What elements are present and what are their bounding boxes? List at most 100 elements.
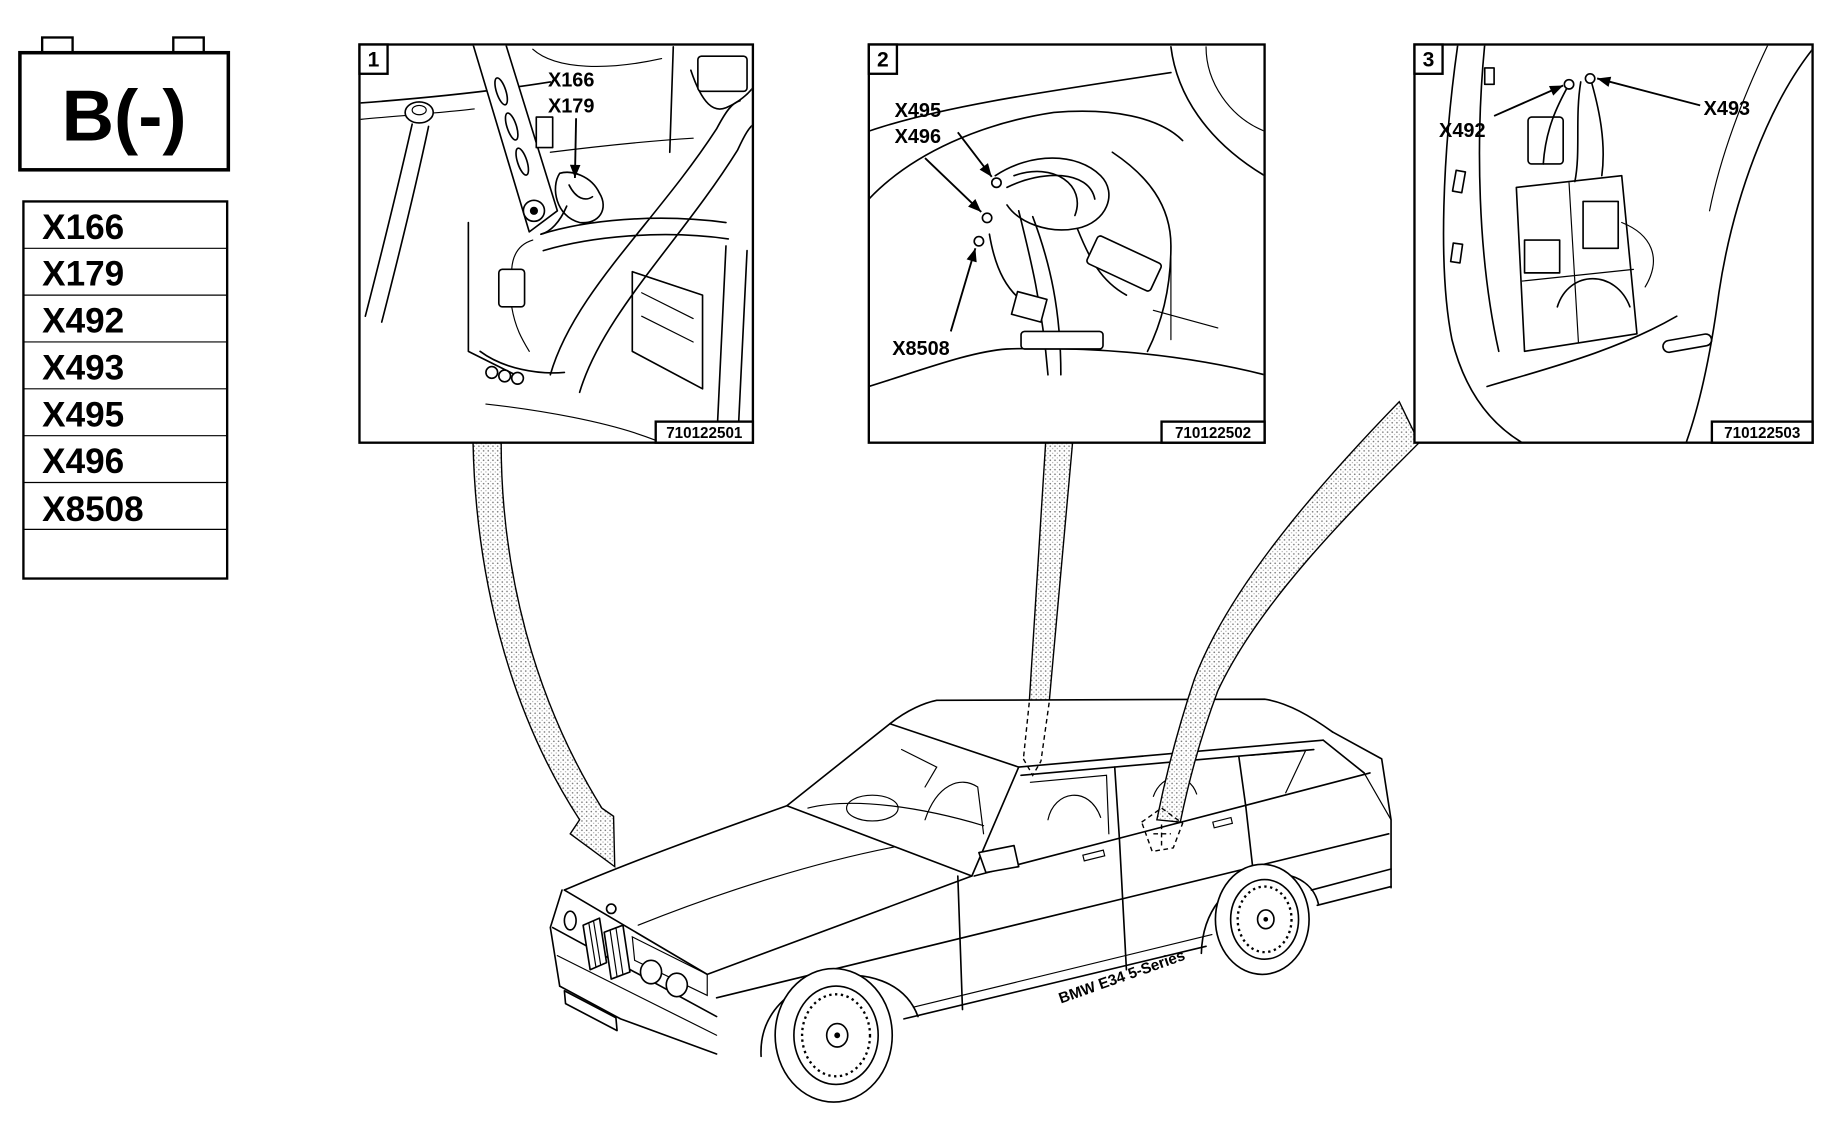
- car-front-seat: [924, 781, 985, 835]
- panel-1-dash-edge: [360, 81, 552, 104]
- panel-2-ground-point-x8508: [973, 235, 985, 247]
- panel-3-slot: [1449, 242, 1464, 264]
- detail-panel-1: 1 710122501 X166 X179: [358, 43, 755, 444]
- panel-3-wire: [1621, 221, 1654, 288]
- connector-item: X179: [42, 255, 124, 294]
- car-front-corner: [549, 889, 563, 987]
- car-front-rim: [793, 985, 880, 1086]
- panel-3-wire: [1542, 83, 1570, 165]
- car-hood-front-edge: [563, 889, 709, 976]
- panel-1-code: 710122501: [666, 425, 743, 442]
- car-illustration: BMW E34 5-Series: [549, 697, 1392, 1103]
- panel-1-duct-line: [641, 292, 694, 343]
- car-grille-slats: [588, 921, 624, 978]
- panel-1-callout-x166: X166: [548, 70, 594, 92]
- panel-3-bottom-curve: [1486, 315, 1678, 388]
- panel-2-leader-arrow: [957, 131, 993, 178]
- panel-1-lower-line: [485, 403, 657, 441]
- car-roof-side-edge: [1017, 739, 1324, 768]
- panel-2-callout-x496: X496: [895, 126, 941, 148]
- panel-2-wire-harness: [1006, 174, 1096, 200]
- panel-1-upper-box: [697, 55, 748, 93]
- panel-1-strut-slot: [504, 112, 519, 141]
- connector-item: X166: [42, 208, 124, 247]
- connector-list-frame: [22, 200, 229, 580]
- panel-3-relay: [1523, 239, 1561, 274]
- panel-3-illustration: [1442, 45, 1812, 442]
- detail-panel-3: 3 710122503 X492 X493: [1413, 43, 1814, 444]
- locator-arrow-2: [1028, 441, 1074, 704]
- panel-3-leader-arrow: [1596, 76, 1701, 107]
- panel-2-code: 710122502: [1175, 425, 1251, 442]
- car-rear-hub-center: [1263, 916, 1269, 922]
- panel-2-fender-curve: [1170, 46, 1264, 176]
- panel-1-cable: [364, 123, 413, 318]
- panel-3-number: 3: [1423, 49, 1435, 72]
- car-trunk: [1331, 731, 1392, 889]
- car-grille-right-kidney: [603, 924, 631, 980]
- car-steering-wheel: [845, 794, 899, 822]
- locator-arrow-2-dashed-edge: [1022, 702, 1030, 759]
- connector-item: X8508: [42, 490, 144, 529]
- panel-1-number-box: [358, 43, 389, 75]
- car-emblem: [605, 903, 617, 915]
- panel-2-number-box: [867, 43, 899, 75]
- car-trunk-lid: [1363, 772, 1392, 821]
- panel-1-strut-slot: [494, 77, 509, 106]
- car-rear-rim-pattern: [1236, 885, 1293, 954]
- panel-1-cross-pipe: [540, 217, 727, 236]
- car-headlight: [563, 910, 577, 931]
- panel-1-plug-wire: [511, 239, 534, 352]
- car-rear-door-edge: [1118, 837, 1128, 971]
- locator-arrow-1-band: [472, 441, 616, 869]
- panel-3-code: 710122503: [1724, 425, 1800, 442]
- panel-3-ground-point-x492: [1563, 78, 1575, 90]
- locator-arrow-3: [1140, 400, 1421, 853]
- panel-1-frame-rail: [715, 245, 727, 442]
- connector-list: X166 X179 X492 X493 X495 X496 X8508: [22, 200, 229, 580]
- panel-2-wire: [1031, 215, 1062, 376]
- locator-arrow-3-dashed-tip: [1153, 824, 1171, 846]
- panel-1-strut: [472, 45, 559, 233]
- panel-2-wire-harness: [994, 157, 1110, 231]
- battery-icon: B(-): [18, 36, 231, 172]
- car-front-bumper-bottom: [558, 985, 718, 1055]
- panel-1-upper-pipe: [690, 69, 752, 110]
- car-rocker: [903, 945, 1207, 1020]
- panel-2-body-line: [1152, 245, 1219, 341]
- panel-1-leader-arrow: [569, 118, 581, 179]
- panel-1-bracket: [535, 116, 554, 149]
- panel-2-wire-harness: [1013, 170, 1078, 217]
- panel-2-connector-block: [1010, 290, 1048, 323]
- car-interior-line: [901, 748, 938, 788]
- car-mirror: [978, 844, 1020, 874]
- panel-2-number: 2: [877, 49, 889, 72]
- locator-arrow-2-dashed-tip: [1022, 758, 1042, 777]
- detail-panel-2: 2 710122502 X495 X496 X8508: [867, 43, 1266, 444]
- panel-3-connector-block: [1527, 116, 1564, 165]
- panel-2-illustration: [869, 46, 1264, 387]
- car-b-pillar: [1113, 766, 1121, 840]
- panel-3-callout-x492: X492: [1439, 120, 1485, 142]
- car-rear-window: [1322, 739, 1365, 774]
- panel-1-frame-rail: [736, 249, 748, 442]
- panel-3-ground-point-x493: [1584, 72, 1596, 84]
- connector-item: X496: [42, 442, 124, 481]
- panel-1-rib: [510, 371, 525, 385]
- panel-3-module-line: [1521, 182, 1635, 343]
- car-rear-bumper: [1310, 868, 1392, 891]
- panel-1-code-box: [654, 420, 755, 444]
- car-door-handle: [1082, 849, 1106, 862]
- locator-arrow-2-dashed-edge: [1040, 702, 1050, 762]
- panel-2-code-box: [1160, 420, 1266, 444]
- car-belt-line: [973, 772, 1371, 877]
- panel-1-plug: [497, 268, 526, 308]
- car-seat-headrest: [1047, 794, 1102, 821]
- panel-2-callout-x495: X495: [895, 100, 941, 122]
- car-front-panel: [631, 935, 708, 997]
- panel-3-trim-curve: [1685, 49, 1812, 442]
- panel-1-number: 1: [368, 49, 380, 72]
- panel-2-leader-arrow: [924, 157, 982, 213]
- panel-3-wire-loop: [1556, 277, 1631, 308]
